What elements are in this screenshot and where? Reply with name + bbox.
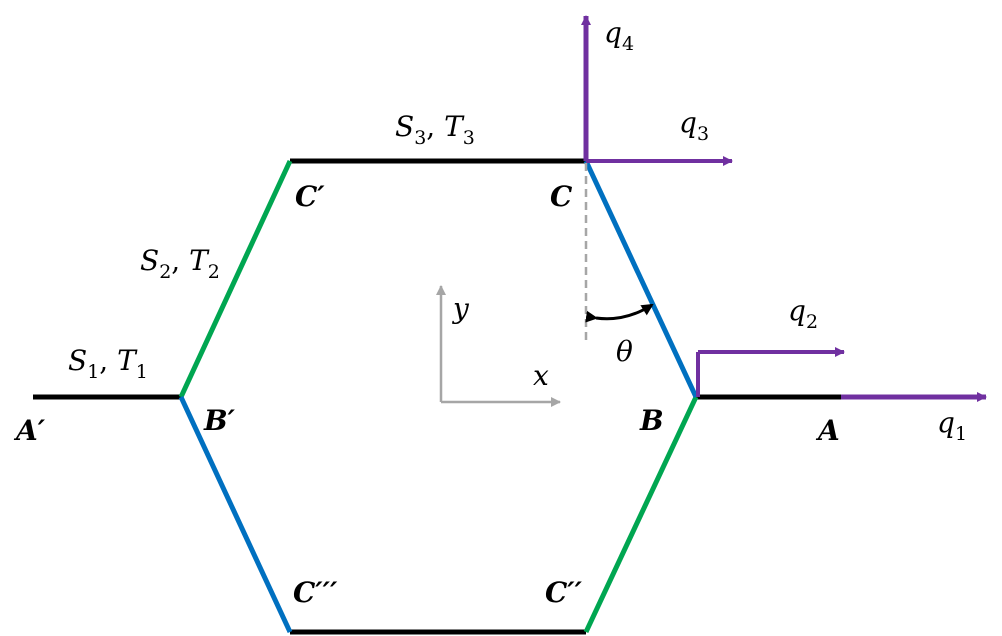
label-q4: q4 xyxy=(604,16,634,55)
node-label-a: A xyxy=(815,414,840,447)
node-label-b-prime: B′ xyxy=(203,404,236,437)
edge-label-s2-t2: S2, T2 xyxy=(140,244,220,283)
node-label-c-double-prime: C′′ xyxy=(545,576,583,609)
node-label-c: C xyxy=(550,180,573,213)
theta-label: θ xyxy=(616,335,633,368)
edge-label-s1-t1: S1, T1 xyxy=(68,344,148,383)
node-label-b: B xyxy=(639,404,664,437)
edge-blue-b-prime-c-triple xyxy=(178,395,293,634)
label-q2: q2 xyxy=(788,294,818,333)
axis-x-label: x xyxy=(533,359,549,392)
edge-green-c-double-b xyxy=(583,395,699,634)
label-q1: q1 xyxy=(937,406,967,445)
edge-label-s3-t3: S3, T3 xyxy=(395,110,475,149)
edge-blue-c-b xyxy=(583,159,699,399)
edge-green-b-prime-c-prime xyxy=(178,159,293,399)
theta-angle-arc xyxy=(585,303,654,323)
label-q3: q3 xyxy=(679,106,709,145)
node-label-c-prime: C′ xyxy=(295,180,325,213)
node-label-c-triple-prime: C′′′ xyxy=(293,576,338,609)
node-label-a-prime: A′ xyxy=(13,414,46,447)
axis-y-label: y xyxy=(451,292,470,325)
